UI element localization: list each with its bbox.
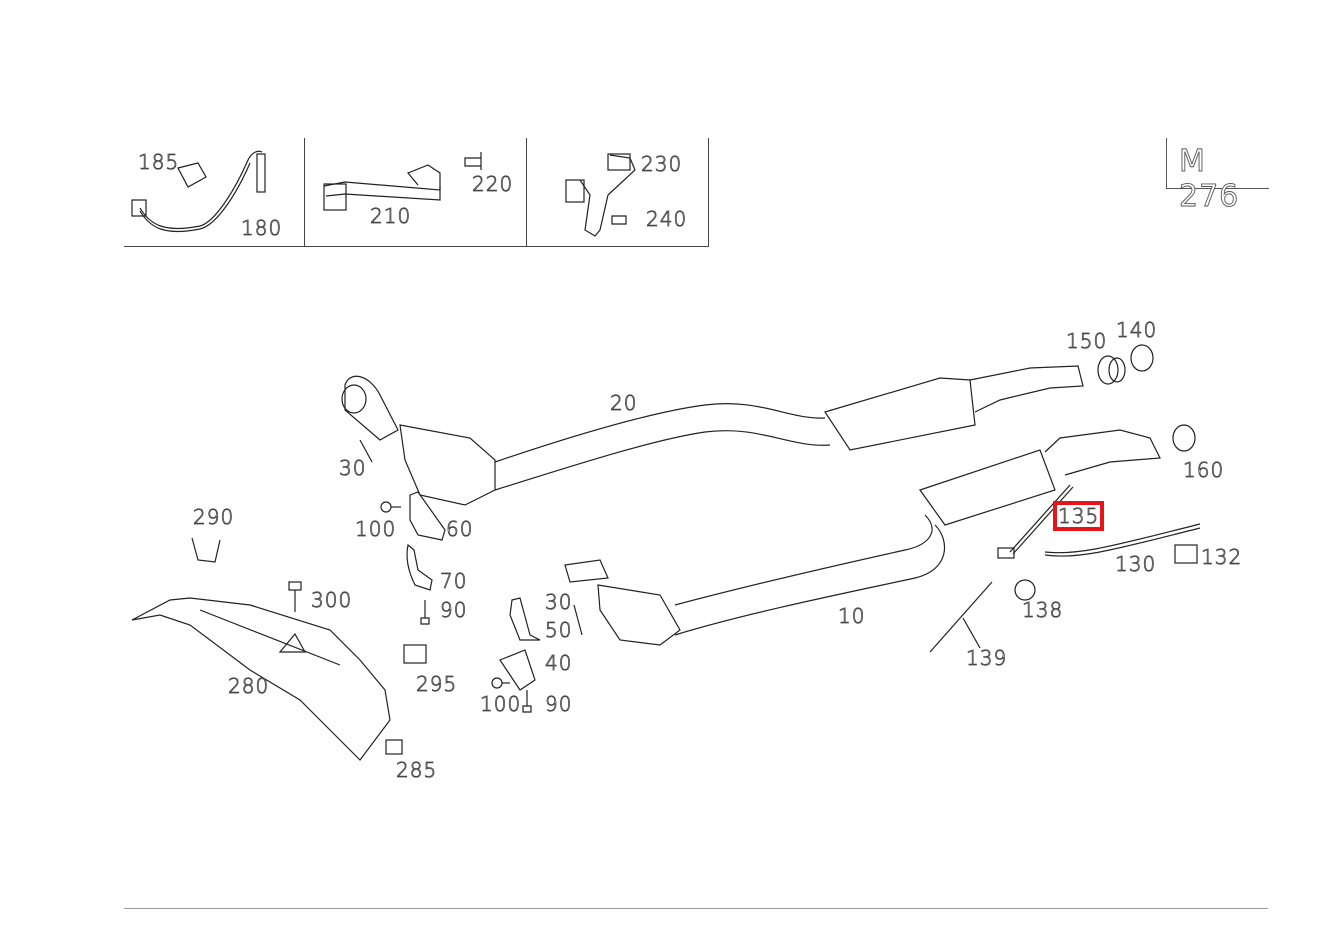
part-label-100[interactable]: 100 xyxy=(355,517,397,541)
bolt-lower-100-icon xyxy=(491,677,510,689)
part-label-138[interactable]: 138 xyxy=(1022,598,1064,622)
part-label-139[interactable]: 139 xyxy=(966,646,1008,670)
front-pipe-20-icon xyxy=(341,365,1084,506)
footer-divider xyxy=(124,908,1268,909)
part-label-280[interactable]: 280 xyxy=(228,674,270,698)
part-label-90-lower[interactable]: 90 xyxy=(545,692,573,716)
bolt-300-icon xyxy=(288,581,302,612)
part-label-160[interactable]: 160 xyxy=(1183,458,1225,482)
part-label-100-lower[interactable]: 100 xyxy=(480,692,522,716)
bolt-100-icon xyxy=(380,501,401,513)
clamp-150-icon xyxy=(1097,355,1126,385)
inset-panels xyxy=(124,138,709,247)
part-label-60[interactable]: 60 xyxy=(446,517,474,541)
part-label-40[interactable]: 40 xyxy=(545,651,573,675)
inset-divider xyxy=(304,138,305,246)
part-label-130[interactable]: 130 xyxy=(1115,552,1157,576)
part-label-10[interactable]: 10 xyxy=(838,604,866,628)
part-label-132[interactable]: 132 xyxy=(1201,545,1243,569)
part-label-240[interactable]: 240 xyxy=(646,207,688,231)
rubber-mount-bracket-icon xyxy=(565,153,636,237)
engine-model-code: M 276 xyxy=(1179,144,1240,215)
part-label-210[interactable]: 210 xyxy=(370,204,412,228)
mount-295-icon xyxy=(403,644,427,664)
pin-30-icon xyxy=(359,439,583,636)
bracket-60-icon xyxy=(409,491,446,541)
mount-290-icon xyxy=(191,537,221,563)
inset-divider xyxy=(708,138,709,246)
crossmember-280-icon xyxy=(131,597,391,761)
part-label-230[interactable]: 230 xyxy=(641,152,683,176)
engine-model-box: M 276 xyxy=(1166,138,1269,214)
part-label-20[interactable]: 20 xyxy=(610,391,638,415)
part-label-300[interactable]: 300 xyxy=(311,588,353,612)
clamp-160-icon xyxy=(1172,424,1196,452)
bracket-icon xyxy=(323,152,482,211)
mount-285-icon xyxy=(385,739,403,755)
bolt-90-icon xyxy=(420,600,430,625)
bracket-50-icon xyxy=(509,597,541,641)
part-label-70[interactable]: 70 xyxy=(440,569,468,593)
part-label-185[interactable]: 185 xyxy=(138,150,180,174)
sensor-135-icon xyxy=(997,484,1074,559)
bolt-lower-90-icon xyxy=(522,690,532,713)
part-label-140[interactable]: 140 xyxy=(1116,318,1158,342)
part-label-180[interactable]: 180 xyxy=(241,216,283,240)
part-label-30[interactable]: 30 xyxy=(339,456,367,480)
part-label-220[interactable]: 220 xyxy=(472,172,514,196)
part-label-150[interactable]: 150 xyxy=(1066,329,1108,353)
oxygen-sensor-icon xyxy=(131,150,266,233)
rear-pipe-10-icon xyxy=(564,429,1161,646)
harness-130-icon xyxy=(1044,523,1201,557)
cable-tie-139-icon xyxy=(929,581,993,653)
part-label-90[interactable]: 90 xyxy=(440,598,468,622)
bracket-40-icon xyxy=(499,649,536,691)
inset-divider xyxy=(526,138,527,246)
part-label-30-lower[interactable]: 30 xyxy=(545,590,573,614)
grommet-138-icon xyxy=(1014,579,1036,601)
bracket-70-icon xyxy=(406,543,433,591)
connector-132-icon xyxy=(1174,544,1198,564)
part-label-135-highlighted[interactable]: 135 xyxy=(1052,501,1105,531)
part-label-285[interactable]: 285 xyxy=(396,758,438,782)
part-label-50[interactable]: 50 xyxy=(545,618,573,642)
clamp-140-icon xyxy=(1130,344,1154,372)
part-label-290[interactable]: 290 xyxy=(193,505,235,529)
part-label-295[interactable]: 295 xyxy=(416,672,458,696)
